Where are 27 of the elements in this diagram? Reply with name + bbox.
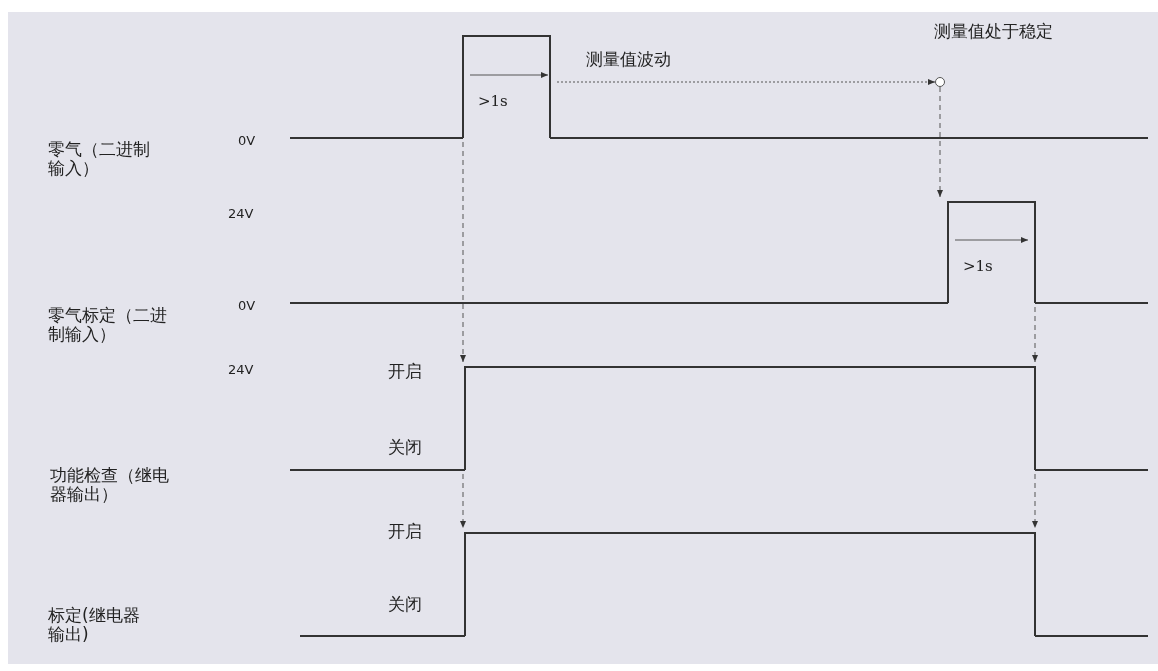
state-label: 关闭 (388, 438, 422, 457)
arrow (556, 79, 936, 85)
annotation: 测量值处于稳定 (934, 22, 1053, 41)
state-label: 开启 (388, 522, 422, 541)
voltage-label: 0V (238, 132, 256, 150)
pulse (464, 366, 1036, 471)
signal-name: 功能检查（继电器输出） (50, 466, 170, 504)
arrow (460, 141, 466, 363)
signal-name: 零气标定（二进制输入） (48, 306, 168, 344)
arrow (1032, 306, 1038, 363)
duration-label: >1s (963, 257, 993, 276)
arrow (460, 473, 466, 529)
voltage-label: 24V (228, 205, 254, 223)
voltage-label: 24V (228, 361, 254, 379)
arrow (1032, 473, 1038, 529)
pulse (464, 532, 1036, 637)
signal-name: 标定(继电器输出) (48, 606, 141, 644)
pulse (947, 201, 1036, 304)
circle-marker (935, 77, 945, 87)
voltage-label: 0V (238, 297, 256, 315)
state-label: 关闭 (388, 595, 422, 614)
pulse (462, 35, 551, 139)
arrow (937, 86, 943, 198)
state-label: 开启 (388, 362, 422, 381)
signal-name: 零气（二进制输入） (48, 140, 151, 178)
edge-label: 测量值波动 (586, 50, 671, 69)
duration-label: >1s (478, 92, 508, 111)
